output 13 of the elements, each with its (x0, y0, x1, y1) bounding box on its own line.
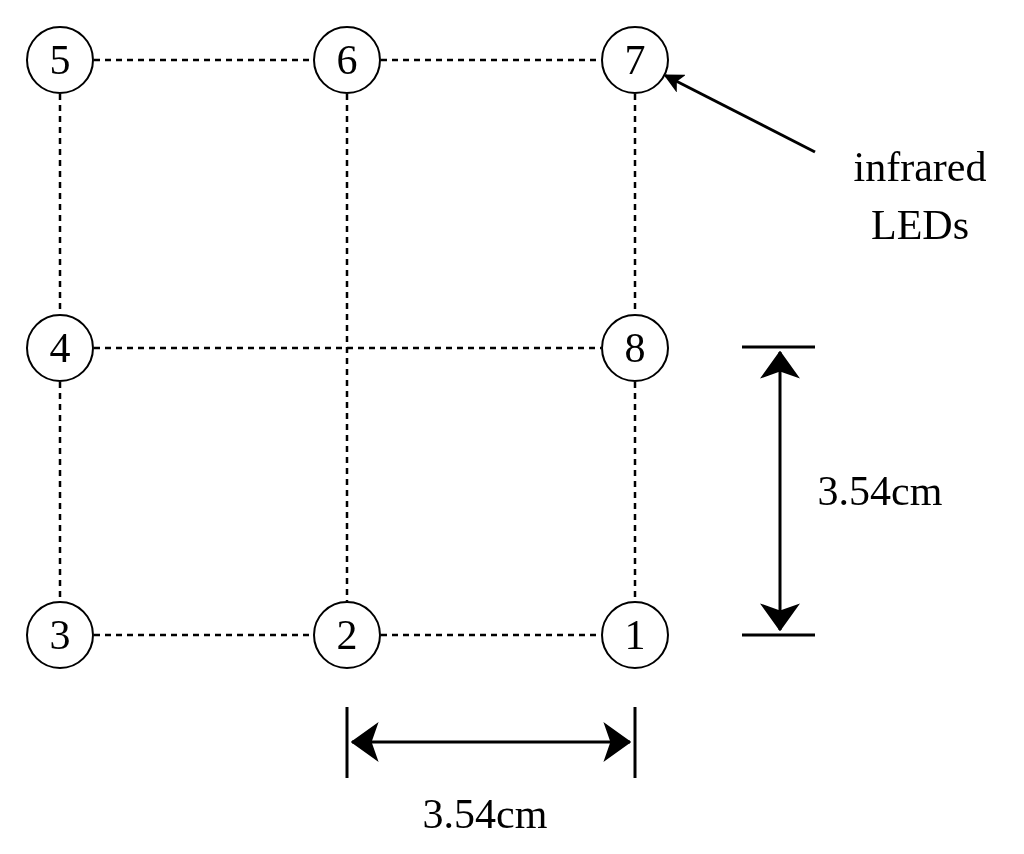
led-circle: 3 (26, 601, 94, 669)
dimension-label: 3.54cm (421, 790, 549, 839)
callout-label: infrared LEDs (830, 138, 1010, 254)
led-circle: 7 (601, 26, 669, 94)
led-circle: 5 (26, 26, 94, 94)
leader-line (663, 74, 816, 154)
led-circle: 4 (26, 314, 94, 382)
connector-line (345, 94, 349, 601)
led-circle: 2 (313, 601, 381, 669)
led-circle: 1 (601, 601, 669, 669)
dimension-label: 3.54cm (816, 467, 944, 516)
led-circle: 8 (601, 314, 669, 382)
led-circle: 6 (313, 26, 381, 94)
